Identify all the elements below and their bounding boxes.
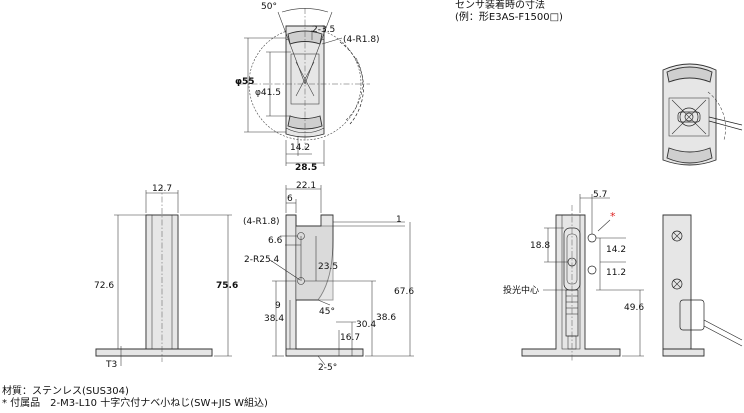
- accessory-star-mark: *: [610, 210, 616, 223]
- top-slot-label: 2-3.5: [312, 25, 335, 35]
- sensor-d142-label: 14.2: [606, 245, 626, 255]
- top-outer-dia-label: φ55: [235, 77, 255, 87]
- side-low-hole-label: 9: [275, 301, 281, 311]
- sensor-d496-label: 49.6: [624, 303, 644, 313]
- side-corner-r-label: (4-R1.8): [243, 217, 280, 227]
- top-angle-label: 50°: [261, 2, 277, 12]
- side-angle5-label: 2-5°: [318, 363, 337, 373]
- sensor-mount-heading: センサ装着時の寸法 (例：形E3AS-F1500□): [455, 0, 563, 24]
- accessory-note: * 付属品 2-M3-L10 十字穴付ナベ小ねじ(SW+JIS W組込): [2, 398, 268, 409]
- sensor-d188-label: 18.8: [530, 241, 550, 251]
- side-hole-offset-label: 6.6: [268, 236, 283, 246]
- sensor-d57-label: 5.7: [593, 190, 607, 200]
- side-h16-label: 16.7: [340, 333, 360, 343]
- sensor-d112-label: 11.2: [606, 268, 626, 278]
- top-width-outer-label: 28.5: [295, 163, 317, 173]
- material-note: 材質：ステンレス(SUS304): [2, 386, 129, 397]
- sensor-side-view: [662, 214, 743, 357]
- side-offset-label: 6: [287, 194, 293, 204]
- top-corner-r-label: (4-R1.8): [343, 35, 380, 45]
- side-top-width-label: 22.1: [296, 181, 316, 191]
- front-total-height-label: 75.6: [216, 281, 238, 291]
- side-view: [269, 185, 414, 366]
- side-height-label: 67.6: [394, 287, 414, 297]
- sensor-top-view: [662, 63, 743, 166]
- side-dim1-label: 1: [396, 215, 402, 225]
- side-arc-r-label: 2-R25.4: [244, 255, 280, 265]
- front-view: [95, 185, 232, 366]
- top-view: [240, 8, 370, 166]
- front-top-width-label: 12.7: [152, 184, 172, 194]
- sensor-mount-heading-line2: (例：形E3AS-F1500□): [455, 12, 563, 23]
- side-bottom-h-label: 38.4: [264, 314, 284, 324]
- sensor-front-view: [521, 194, 644, 362]
- top-width-inner-label: 14.2: [290, 143, 310, 153]
- front-height-label: 72.6: [94, 281, 114, 291]
- top-inner-dia-label: φ41.5: [255, 88, 281, 98]
- side-h30-label: 30.4: [356, 320, 376, 330]
- sensor-mount-heading-line1: センサ装着時の寸法: [455, 0, 545, 11]
- side-slot-len-label: 23.5: [318, 262, 338, 272]
- side-angle45-label: 45°: [319, 307, 335, 317]
- side-mid-h-label: 38.6: [376, 313, 396, 323]
- emitter-center-label: 投光中心: [503, 284, 539, 296]
- front-thickness-label: T3: [105, 360, 117, 370]
- notes: 材質：ステンレス(SUS304) * 付属品 2-M3-L10 十字穴付ナベ小ね…: [2, 386, 268, 410]
